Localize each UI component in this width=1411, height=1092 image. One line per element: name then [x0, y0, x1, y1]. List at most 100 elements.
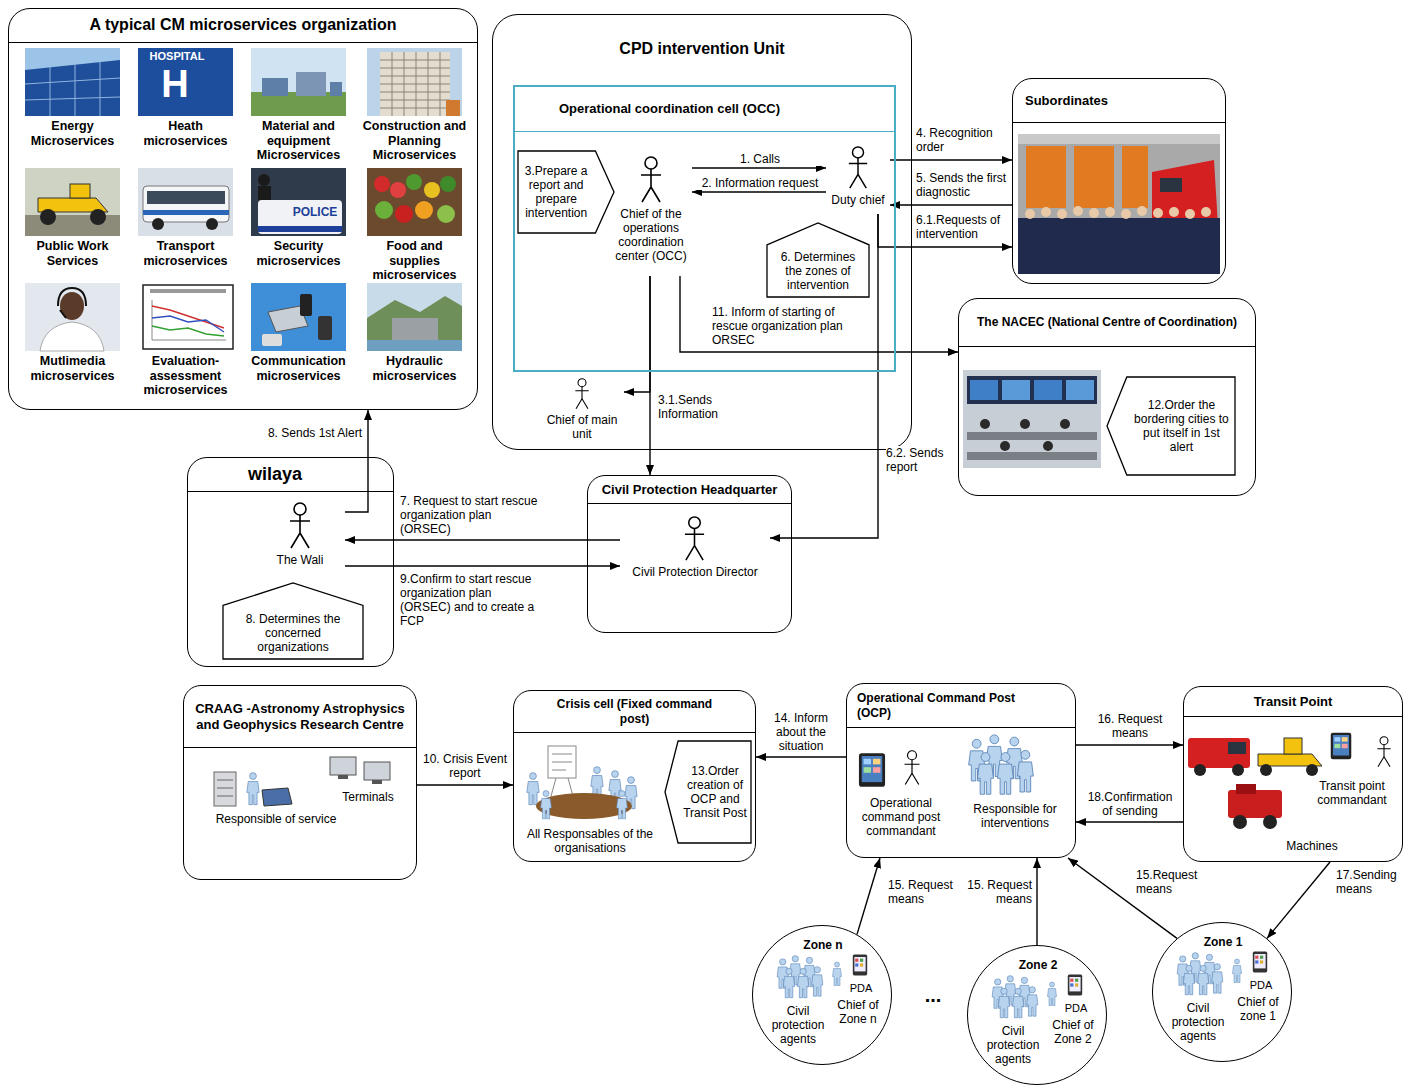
heading-text: A typical CM microservices organization	[17, 16, 469, 35]
fire-station-photo-part	[1137, 206, 1147, 216]
zone-icons-part	[1233, 959, 1242, 983]
node-text: Chief of zone 1	[1231, 995, 1285, 1023]
text-slot: 15.Request means	[1136, 868, 1202, 896]
node-text: Chief of the operations coordination cen…	[610, 207, 692, 263]
text-slot: 3.Prepare a report and prepare intervent…	[521, 150, 591, 234]
public-work-photo-part	[70, 184, 90, 198]
energy-photo-part	[25, 62, 120, 116]
craag-icons-part	[247, 773, 259, 805]
hydraulic-photo-part	[367, 283, 462, 351]
callout-pentagon: 12.Order the bordering cities to put its…	[1106, 376, 1236, 476]
connector	[345, 565, 620, 566]
text-slot: Chief of Zone n	[831, 998, 885, 1026]
heading-text: CPD intervention Unit	[501, 40, 903, 59]
craag-icons-part	[364, 762, 390, 780]
fire-station-photo-part	[1057, 209, 1067, 219]
control-room-photo-part	[963, 370, 1101, 468]
transit-icons-part	[1188, 738, 1250, 768]
node-text: Transport microservices	[133, 239, 238, 268]
zone-circle: Zone nCivil protection agentsChief of Zo…	[752, 925, 892, 1065]
communication-photo-part	[300, 294, 312, 316]
meeting-photo-part	[541, 791, 552, 819]
text-slot: Transport microservices	[133, 239, 238, 268]
multimedia-photo-part	[60, 292, 84, 320]
fire-station-photo-part	[1018, 134, 1220, 144]
evaluation-photo-part	[143, 285, 233, 349]
control-room-photo-part	[980, 419, 990, 429]
text-slot: 3.1.Sends Information	[658, 393, 738, 421]
transport-photo	[138, 168, 233, 236]
node-text: Construction and Planning Microservices	[362, 119, 467, 163]
node-text: Responsible for interventions	[959, 802, 1071, 830]
transit-icons-part	[1228, 742, 1246, 754]
text-slot: 4. Recognition order	[916, 126, 1008, 154]
actor-node: Duty chief	[826, 146, 890, 214]
evaluation-photo-part	[150, 289, 226, 293]
text-slot: Duty chief	[826, 193, 890, 207]
transport-photo-part	[143, 186, 229, 222]
multimedia-photo-part	[58, 288, 86, 306]
control-room-photo-part	[1002, 380, 1030, 400]
text-slot: The Wali	[255, 553, 345, 567]
connector	[692, 191, 826, 192]
edge-label: 15. Request means	[888, 878, 958, 906]
panel-box: Subordinates	[1012, 78, 1226, 284]
connector	[890, 204, 1012, 205]
node-text: Chief of Zone n	[831, 998, 885, 1026]
edge-label: 16. Request means	[1082, 712, 1178, 740]
connector	[878, 214, 1012, 247]
heading-text: Civil Protection Headquarter	[594, 482, 785, 497]
text-slot: Zone n	[773, 938, 873, 952]
text-slot: A typical CM microservices organization	[9, 9, 477, 43]
text-slot: Transit point commandant	[1306, 779, 1398, 807]
fire-station-photo	[1018, 134, 1220, 274]
node-text: 6. Determines the zones of intervention	[772, 250, 864, 292]
text-slot: PDA	[843, 982, 879, 995]
panel-box: wilayaThe Wali8. Determines the concerne…	[187, 457, 394, 667]
edge-label: 7. Request to start rescue organization …	[400, 494, 542, 536]
text-slot: 14. Inform about the situation	[760, 711, 842, 753]
text-slot: 18.Confirmation of sending	[1082, 790, 1178, 818]
text-slot: 6.1.Requests of intervention	[916, 213, 1008, 241]
zone-icons-part	[833, 962, 842, 986]
text-slot: Hydraulic microservices	[362, 354, 467, 383]
node-text: Zone 1	[1173, 935, 1273, 949]
edge-label: 8. Sends 1st Alert	[250, 426, 362, 440]
transit-icons-part	[1377, 737, 1390, 767]
callout-pentagon: 8. Determines the concerned organization…	[222, 582, 364, 660]
public-work-photo	[25, 168, 120, 236]
panel-box: CPD intervention UnitOperational coordin…	[492, 14, 912, 450]
node-text: PDA	[843, 982, 879, 995]
security-photo-part	[258, 186, 271, 200]
edge-label: 1. Calls	[700, 152, 820, 166]
text-slot: Transit Point	[1184, 687, 1402, 717]
food-photo-part	[437, 205, 455, 223]
text-slot: Civil Protection Director	[620, 565, 770, 579]
actor-node: Chief of main unit	[540, 378, 624, 442]
text-slot: Civil Protection Headquarter	[588, 476, 791, 504]
zone-icons-part	[777, 956, 823, 998]
node-text: Machines	[1272, 839, 1352, 853]
node-text: Evaluation-assessment microservices	[133, 354, 238, 398]
food-photo-part	[390, 182, 406, 198]
node-text: Material and equipment Microservices	[246, 119, 351, 163]
food-photo-part	[395, 205, 413, 223]
text-slot: Civil protection agents	[982, 1024, 1044, 1066]
text-slot: 9.Confirm to start rescue organization p…	[400, 572, 542, 628]
control-room-photo-part	[967, 376, 1097, 404]
connector	[1036, 858, 1037, 945]
panel-box: Crisis cell (Fixed command post)All Resp…	[513, 690, 756, 862]
transport-photo-part	[143, 210, 229, 215]
control-room-photo-part	[967, 452, 1097, 460]
transit-icons-part	[1233, 815, 1247, 829]
text-slot: CRAAG -Astronomy Astrophysics and Geophy…	[184, 686, 416, 748]
zone-icons-part	[1253, 952, 1267, 973]
ocp-icons	[859, 735, 1033, 794]
connector	[1267, 862, 1330, 938]
node-text: Civil protection agents	[1167, 1001, 1229, 1043]
panel-box: The NACEC (National Centre of Coordinati…	[958, 298, 1256, 496]
communication-photo-part	[318, 316, 332, 340]
text-slot: 6. Determines the zones of intervention	[772, 245, 864, 298]
